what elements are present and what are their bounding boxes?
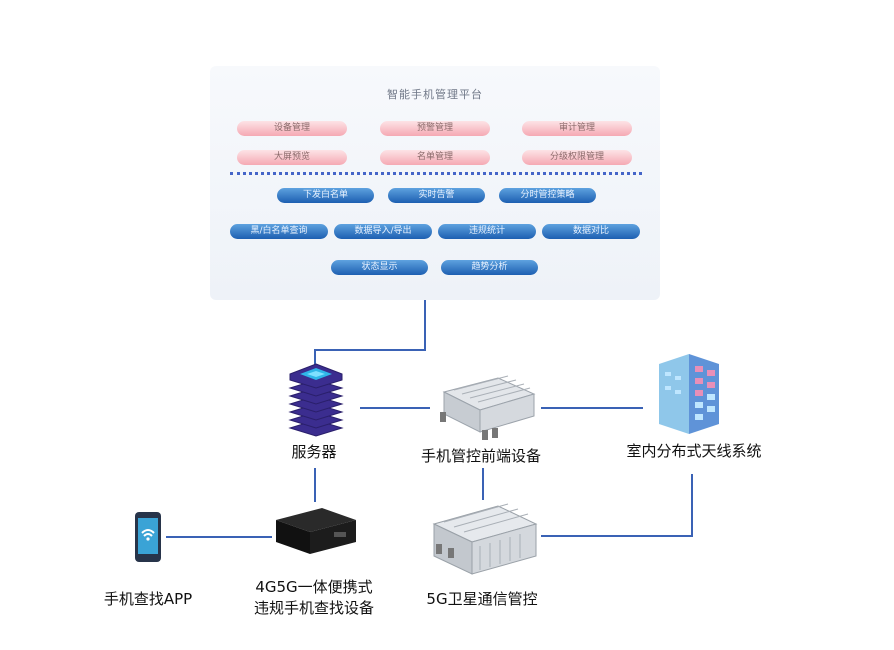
portable-device-icon [276,508,356,554]
divider [230,172,642,175]
func-data-compare[interactable]: 数据对比 [542,224,640,239]
func-realtime-alarm[interactable]: 实时告警 [388,188,485,203]
func-issue-whitelist[interactable]: 下发白名单 [277,188,374,203]
platform-panel: 智能手机管理平台 设备管理 预警管理 审计管理 大屏预览 名单管理 分级权限管理… [210,66,660,300]
das-label: 室内分布式天线系统 [626,442,762,460]
phone-icon [135,512,161,562]
server-label: 服务器 [291,443,337,461]
front-device-label: 手机管控前端设备 [420,447,541,465]
satellite-label: 5G卫星通信管控 [426,590,538,608]
module-big-screen-preview[interactable]: 大屏预览 [237,150,347,165]
satellite-device-icon [432,503,538,575]
module-audit-management[interactable]: 审计管理 [522,121,632,136]
building-icon [659,354,719,434]
portable-label-line2: 违规手机查找设备 [253,599,374,617]
connector-server-top [314,349,316,365]
func-data-import-export[interactable]: 数据导入/导出 [334,224,432,239]
portable-label-line1: 4G5G一体便携式 [255,578,373,596]
func-violation-stats[interactable]: 违规统计 [438,224,536,239]
connector-server-portable [314,468,316,502]
connector-front-das [541,407,643,409]
connector-das-down [691,474,693,537]
module-list-management[interactable]: 名单管理 [380,150,490,165]
connector-platform-down [424,300,426,351]
func-status-display[interactable]: 状态显示 [331,260,428,275]
func-timed-policy[interactable]: 分时管控策略 [499,188,596,203]
connector-server-front [360,407,430,409]
module-device-management[interactable]: 设备管理 [237,121,347,136]
module-alert-management[interactable]: 预警管理 [380,121,490,136]
func-list-query[interactable]: 黑/白名单查询 [230,224,328,239]
front-device-icon [440,375,536,440]
platform-title: 智能手机管理平台 [387,88,483,101]
connector-front-satellite [482,468,484,500]
app-label: 手机查找APP [103,590,193,608]
server-icon [288,363,344,437]
func-trend-analysis[interactable]: 趋势分析 [441,260,538,275]
connector-app-portable [166,536,272,538]
connector-das-satellite [541,535,693,537]
connector-platform-server [314,349,426,351]
module-permission-management[interactable]: 分级权限管理 [522,150,632,165]
